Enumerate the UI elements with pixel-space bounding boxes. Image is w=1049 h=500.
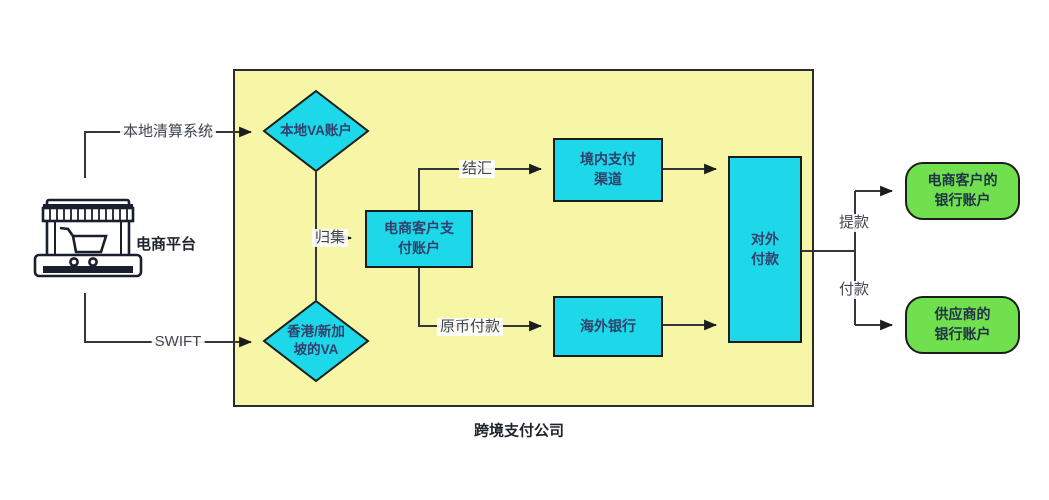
node-supplier-bank-line1: 供应商的 [934, 306, 991, 323]
edge-label-swift: SWIFT [151, 333, 205, 351]
edge-label-pay: 付款 [835, 281, 873, 299]
node-domestic-payment-channel: 境内支付 渠道 [553, 138, 663, 202]
node-overseas-bank: 海外银行 [553, 296, 663, 357]
storefront-laptop-icon [33, 198, 143, 278]
edge-label-fx-settlement: 结汇 [458, 160, 496, 178]
edge-label-collect: 归集 [311, 229, 349, 247]
node-hk-sg-va-line1: 香港/新加 [287, 323, 345, 339]
node-domestic-line1: 境内支付 [580, 151, 636, 168]
node-supplier-bank-line2: 银行账户 [934, 326, 991, 342]
node-outbound-line2: 付款 [751, 250, 779, 267]
node-merchant-payment-account: 电商客户支 付账户 [365, 210, 473, 268]
node-supplier-bank-account: 供应商的 银行账户 [905, 296, 1020, 354]
company-panel-title: 跨境支付公司 [473, 422, 565, 440]
node-hk-sg-va-line2: 坡的VA [293, 342, 339, 357]
edge-label-local-clearing: 本地清算系统 [119, 123, 217, 141]
node-customer-bank-line1: 电商客户的 [927, 172, 998, 189]
node-local-va-line1: 本地VA账户 [280, 122, 352, 138]
node-customer-bank-account: 电商客户的 银行账户 [905, 162, 1020, 220]
node-local-va-label: 本地VA账户 [261, 122, 371, 140]
node-overseas-line1: 海外银行 [580, 317, 636, 334]
ecommerce-platform-label: 电商平台 [136, 236, 197, 253]
node-hk-sg-va-label: 香港/新加 坡的VA [261, 323, 371, 359]
node-merchant-line1: 电商客户支 [384, 220, 454, 237]
edge-label-original-currency-payment: 原币付款 [436, 318, 504, 336]
node-customer-bank-line2: 银行账户 [934, 192, 991, 208]
node-outbound-line1: 对外 [751, 230, 779, 247]
shopping-cart-glyph [59, 226, 108, 254]
node-outbound-payment: 对外 付款 [728, 156, 802, 343]
edge-label-withdraw: 提款 [835, 214, 873, 232]
node-domestic-line2: 渠道 [594, 171, 622, 187]
node-merchant-line2: 付账户 [398, 240, 440, 256]
